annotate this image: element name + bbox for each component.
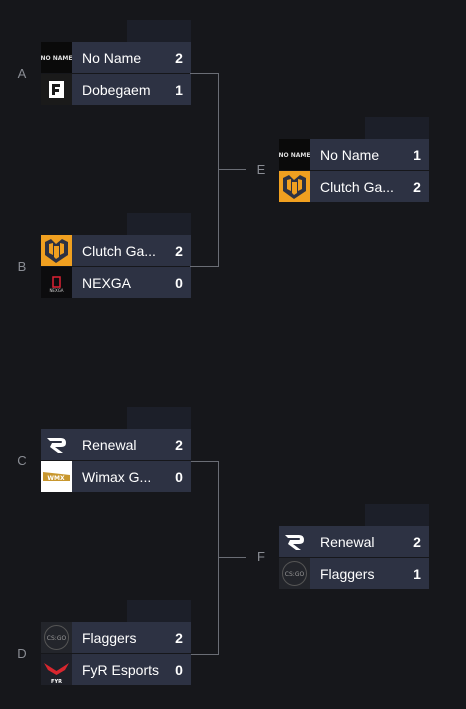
team-row[interactable]: NO NAME No Name 1 [279,139,429,170]
connector-a [190,73,219,74]
team-row[interactable]: Clutch Ga... 2 [279,171,429,202]
noname-logo-icon: NO NAME [41,42,72,73]
match-letter-a: A [17,66,27,81]
svg-text:WMX: WMX [47,475,65,482]
match-letter-f: F [257,549,265,564]
match-b[interactable]: Clutch Ga... 2 NEXGA NEXGA 0 [41,213,191,298]
wimax-logo-icon: WMX [41,461,72,492]
connector-ab-vertical [218,73,219,267]
noname-logo-icon: NO NAME [279,139,310,170]
connector-e [218,169,246,170]
svg-text:NEXGA: NEXGA [49,288,63,293]
connector-cd-vertical [218,461,219,655]
team-row[interactable]: NEXGA NEXGA 0 [41,267,191,298]
renewal-logo-icon [41,429,72,460]
connector-f [218,557,246,558]
renewal-logo-icon [279,526,310,557]
match-d[interactable]: CS:GO Flaggers 2 FYR FyR Esports 0 [41,600,191,685]
match-tab [127,407,191,429]
connector-c [190,461,219,462]
connector-d [190,654,219,655]
team-row[interactable]: CS:GO Flaggers 1 [279,558,429,589]
team-score: 2 [413,533,421,550]
match-f[interactable]: Renewal 2 CS:GO Flaggers 1 [279,504,429,589]
team-name: No Name [82,49,142,66]
svg-text:FYR: FYR [51,679,62,685]
team-row[interactable]: Dobegaem 1 [41,74,191,105]
match-tab [365,504,429,526]
team-row[interactable]: NO NAME No Name 2 [41,42,191,73]
match-letter-c: C [17,453,27,468]
team-score: 1 [175,81,183,98]
clutch-gaming-logo-icon [279,171,310,202]
match-letter-e: E [256,162,266,177]
match-e[interactable]: NO NAME No Name 1 Clutch Ga... 2 [279,117,429,202]
team-name: No Name [320,146,380,163]
dobegaem-logo-icon [41,74,72,105]
team-name: Flaggers [320,565,375,582]
team-name: Clutch Ga... [82,242,156,259]
svg-text:CS:GO: CS:GO [47,635,67,642]
team-row[interactable]: CS:GO Flaggers 2 [41,622,191,653]
match-a[interactable]: NO NAME No Name 2 Dobegaem 1 [41,20,191,105]
team-row[interactable]: Renewal 2 [41,429,191,460]
csgo-logo-icon: CS:GO [279,558,310,589]
connector-b [190,266,219,267]
match-c[interactable]: Renewal 2 WMX Wimax G... 0 [41,407,191,492]
team-row[interactable]: Renewal 2 [279,526,429,557]
clutch-gaming-logo-icon [41,235,72,266]
team-score: 1 [413,565,421,582]
team-score: 2 [175,49,183,66]
match-tab [127,20,191,42]
match-letter-b: B [17,259,27,274]
svg-text:NO NAME: NO NAME [41,55,72,62]
team-name: Clutch Ga... [320,178,394,195]
team-name: Dobegaem [82,81,151,98]
team-row[interactable]: FYR FyR Esports 0 [41,654,191,685]
team-name: Renewal [82,436,137,453]
match-tab [127,213,191,235]
csgo-logo-icon: CS:GO [41,622,72,653]
match-tab [127,600,191,622]
match-tab [365,117,429,139]
team-name: Wimax G... [82,468,152,485]
team-row[interactable]: WMX Wimax G... 0 [41,461,191,492]
team-name: Flaggers [82,629,137,646]
team-row[interactable]: Clutch Ga... 2 [41,235,191,266]
svg-text:CS:GO: CS:GO [285,571,305,578]
match-letter-d: D [17,646,27,661]
team-score: 2 [413,178,421,195]
team-name: Renewal [320,533,375,550]
team-score: 0 [175,468,183,485]
team-score: 0 [175,274,183,291]
team-score: 0 [175,661,183,678]
team-name: FyR Esports [82,661,160,678]
svg-text:NO NAME: NO NAME [279,152,310,159]
team-score: 2 [175,436,183,453]
team-score: 2 [175,242,183,259]
team-score: 1 [413,146,421,163]
team-score: 2 [175,629,183,646]
nexga-logo-icon: NEXGA [41,267,72,298]
team-name: NEXGA [82,274,132,291]
fyr-esports-logo-icon: FYR [41,654,72,685]
